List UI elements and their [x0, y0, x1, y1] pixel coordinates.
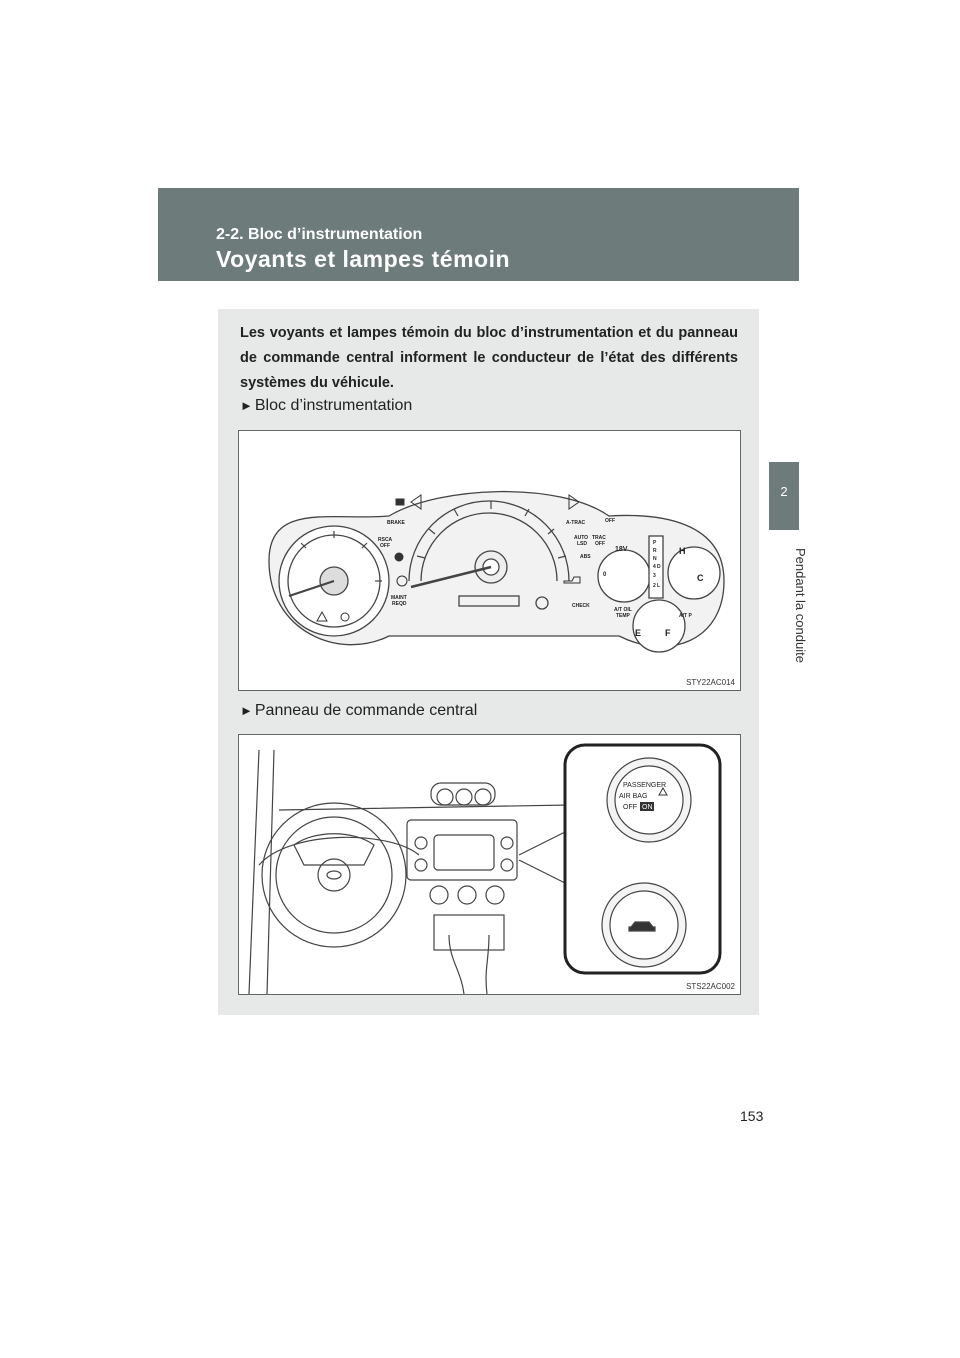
rsca-label: RSCA — [378, 537, 393, 543]
trac-label: TRAC — [592, 535, 606, 541]
atp-label: A/T P — [679, 613, 692, 619]
reqd-label: REQD — [392, 601, 407, 607]
check-label: CHECK — [572, 603, 590, 609]
turn-right-icon — [568, 494, 580, 510]
security-icon — [340, 612, 350, 622]
center-panel-illustration: PASSENGER AIR BAG OFF ON STS22AC002 — [248, 743, 736, 994]
off-label: OFF — [623, 804, 637, 811]
chapter-label: Pendant la conduite — [793, 548, 808, 663]
air-bag-label: AIR BAG — [619, 793, 647, 800]
auto-label: AUTO — [574, 535, 588, 541]
temp-c-label: C — [697, 573, 704, 583]
brake-label: BRAKE — [387, 520, 405, 526]
figure-code-2: STS22AC002 — [686, 982, 735, 991]
fuel-f-label: F — [665, 628, 671, 638]
airbag-icon — [394, 552, 404, 562]
passenger-airbag-icon — [658, 786, 668, 796]
arrow-icon: ► — [240, 398, 253, 413]
gear-r: R — [653, 548, 657, 554]
top-off-label: OFF — [605, 518, 615, 524]
on-indicator: ON — [642, 804, 653, 811]
trac-off-label: OFF — [595, 541, 605, 547]
subheading-instrument-cluster: ►Bloc d’instrumentation — [240, 397, 412, 415]
page-number: 153 — [740, 1108, 764, 1124]
headlight-icon — [395, 498, 405, 506]
temp-h-label: H — [679, 546, 686, 556]
volt-label: 18V — [615, 546, 628, 553]
page-header: 2-2. Bloc d’instrumentation Voyants et l… — [158, 188, 799, 281]
gear-d: D — [657, 564, 661, 570]
gear-p: P — [653, 540, 657, 546]
gear-three: 3 — [653, 573, 656, 579]
chapter-number: 2 — [780, 484, 788, 499]
zero-label: 0 — [603, 572, 607, 578]
section-title: 2-2. Bloc d’instrumentation — [216, 226, 423, 243]
gear-l: L — [657, 583, 660, 589]
abs-label: ABS — [580, 554, 591, 560]
passenger-label: PASSENGER — [623, 782, 666, 789]
instrument-cluster-figure: BRAKE RSCA OFF MAINT REQD A-TRAC AUTO LS… — [238, 430, 741, 691]
door-lock-icon — [628, 921, 656, 932]
fuel-e-label: E — [635, 628, 641, 638]
seatbelt-icon — [316, 610, 328, 622]
gear-two: 2 — [653, 583, 656, 589]
tire-pressure-icon — [396, 575, 408, 587]
maint-label: MAINT — [391, 595, 407, 601]
arrow-icon: ► — [240, 703, 253, 718]
lsd-label: LSD — [577, 541, 587, 547]
content-panel: Les voyants et lampes témoin du bloc d’i… — [218, 309, 759, 1015]
figure-code-1: STY22AC014 — [686, 678, 735, 687]
rsca-off-label: OFF — [380, 543, 390, 549]
instrument-cluster-illustration: BRAKE RSCA OFF MAINT REQD A-TRAC AUTO LS… — [268, 490, 736, 687]
gear-four: 4 — [653, 564, 656, 570]
atrac-label: A-TRAC — [566, 520, 586, 526]
chapter-tab: 2 — [769, 462, 799, 530]
temp-label: TEMP — [616, 613, 631, 619]
page-title: Voyants et lampes témoin — [216, 246, 511, 272]
subheading-label: Panneau de commande central — [254, 702, 478, 719]
gear-n: N — [653, 556, 657, 562]
at-oil-label: A/T OIL — [614, 607, 632, 613]
turn-left-icon — [410, 494, 422, 510]
subheading-center-panel: ►Panneau de commande central — [240, 702, 477, 720]
subheading-label: Bloc d’instrumentation — [254, 397, 413, 414]
oil-pressure-icon — [563, 576, 581, 584]
center-panel-figure: PASSENGER AIR BAG OFF ON STS22AC002 — [238, 734, 741, 995]
intro-paragraph: Les voyants et lampes témoin du bloc d’i… — [240, 325, 738, 391]
